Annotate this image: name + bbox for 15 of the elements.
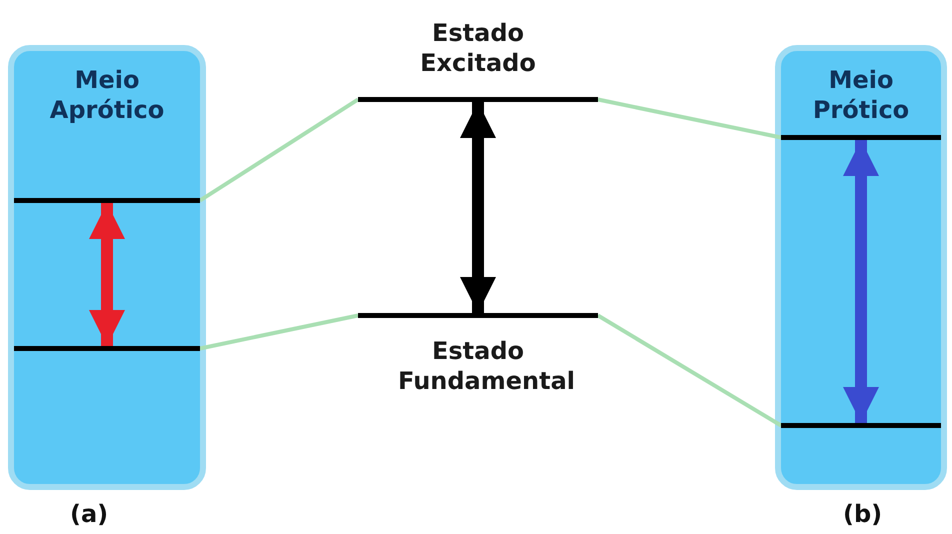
- connector-line: [200, 314, 358, 350]
- double-arrow: [89, 203, 125, 346]
- double-arrow: [843, 140, 879, 423]
- panel-title: Meio Aprótico: [48, 65, 166, 125]
- panel-caption: (b): [843, 500, 882, 528]
- state-label: Estado Fundamental: [397, 336, 576, 396]
- panel-title: Meio Prótico: [812, 65, 910, 125]
- panel-caption: (a): [70, 500, 108, 528]
- connector-line: [598, 98, 782, 140]
- medium-panel: [775, 45, 947, 490]
- connector-line: [198, 98, 360, 202]
- connector-line: [596, 314, 782, 428]
- state-label: Estado Excitado: [419, 18, 537, 78]
- double-arrow: [460, 102, 496, 313]
- medium-panel: [8, 45, 206, 490]
